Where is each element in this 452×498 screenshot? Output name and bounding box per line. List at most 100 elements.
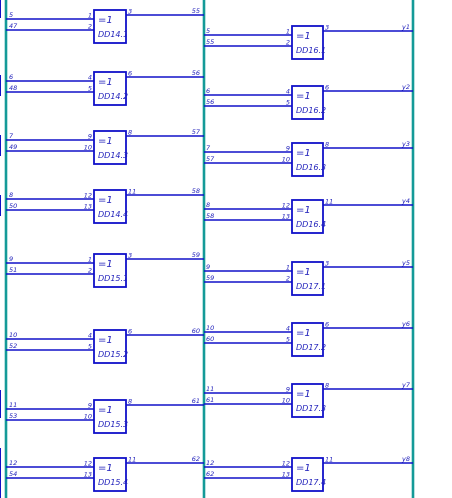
xor-gate-body (93, 329, 127, 364)
gate-symbol: =1 (98, 136, 113, 147)
pin-number-in2: 5 (88, 85, 92, 93)
net-label-in1: 12 (9, 459, 17, 467)
gate-symbol: =1 (98, 259, 113, 270)
net-label-in2: 60 (206, 335, 214, 343)
net-label-out: 58 (192, 187, 200, 195)
gate-symbol: =1 (98, 463, 113, 474)
gate-symbol: =1 (98, 405, 113, 416)
gate-designator: DD16.3 (296, 163, 326, 172)
net-label-in1: 8 (9, 191, 13, 199)
net-label-in2: 48 (9, 84, 17, 92)
pin-number-in2: 10 (84, 144, 92, 152)
xor-gate-body (93, 189, 127, 224)
pin-number-out: 8 (128, 129, 132, 137)
pin-number-out: 3 (128, 252, 132, 260)
net-label-out: 56 (192, 69, 200, 77)
pin-number-out: 11 (325, 456, 333, 464)
pin-number-out: 3 (325, 260, 329, 268)
xor-gate-body (291, 25, 324, 60)
gate-designator: DD17.2 (296, 343, 326, 352)
net-label-in2: 59 (206, 274, 214, 282)
net-label-in2: 47 (9, 22, 18, 30)
xor-gate-body (291, 261, 324, 296)
net-label-in1: 6 (206, 87, 210, 95)
gate-designator: DD14.1 (98, 30, 128, 39)
pin-number-in2: 10 (282, 397, 290, 405)
net-label-out: 55 (192, 7, 200, 15)
xor-gate-body (291, 199, 324, 234)
gate-designator: DD14.3 (98, 151, 128, 160)
pin-number-in1: 12 (84, 192, 92, 200)
xor-gate-body (291, 457, 324, 492)
net-label-in1: 5 (9, 11, 13, 19)
pin-number-in1: 1 (88, 12, 92, 20)
pin-number-in2: 5 (286, 99, 290, 107)
gate-designator: DD16.2 (296, 106, 326, 115)
xor-gate-body (93, 457, 127, 492)
xor-gate-body (93, 9, 127, 44)
net-label-out: y4 (401, 197, 410, 205)
net-label-in2: 61 (206, 396, 214, 404)
pin-number-in2: 13 (282, 213, 290, 221)
net-label-in1: 12 (206, 459, 214, 467)
net-label-in2: 52 (9, 342, 17, 350)
net-label-out: 62 (192, 455, 200, 463)
net-label-in2: 49 (9, 143, 17, 151)
pin-number-in1: 4 (286, 88, 290, 96)
xor-gate-body (93, 71, 127, 106)
gate-symbol: =1 (296, 205, 311, 216)
pin-number-in1: 4 (88, 74, 92, 82)
net-label-in2: 53 (9, 412, 17, 420)
net-label-out: y1 (401, 23, 410, 31)
net-label-in2: 62 (206, 470, 214, 478)
net-label-out: y5 (401, 259, 410, 267)
gate-symbol: =1 (296, 463, 311, 474)
gate-designator: DD14.4 (98, 210, 128, 219)
net-label-out: 59 (192, 251, 200, 259)
net-label-in2: 58 (206, 212, 214, 220)
pin-number-out: 6 (325, 84, 329, 92)
pin-number-in1: 9 (88, 133, 92, 141)
pin-number-in2: 10 (282, 156, 290, 164)
net-label-in1: 6 (9, 73, 13, 81)
pin-number-in2: 5 (88, 343, 92, 351)
net-label-in1: 5 (206, 27, 210, 35)
pin-number-in2: 5 (286, 336, 290, 344)
pin-number-in2: 2 (286, 275, 290, 283)
gate-designator: DD16.1 (296, 46, 326, 55)
pin-number-in2: 2 (286, 39, 290, 47)
pin-number-in1: 9 (88, 402, 92, 410)
net-label-in1: 7 (9, 132, 14, 140)
net-label-in1: 7 (206, 144, 211, 152)
pin-number-in1: 4 (88, 332, 92, 340)
pin-number-in1: 12 (84, 460, 92, 468)
xor-gate-body (291, 85, 324, 120)
pin-number-in1: 12 (282, 460, 290, 468)
xor-gate-body (93, 253, 127, 288)
net-label-out: y3 (401, 140, 410, 148)
gate-designator: DD15.4 (98, 478, 128, 487)
net-label-out: 60 (192, 327, 200, 335)
net-label-in1: 9 (206, 263, 210, 271)
net-label-out: 57 (192, 128, 201, 136)
pin-number-in1: 4 (286, 325, 290, 333)
net-label-in2: 56 (206, 98, 214, 106)
pin-number-out: 11 (128, 456, 136, 464)
pin-number-in1: 9 (286, 386, 290, 394)
pin-number-in1: 9 (286, 145, 290, 153)
pin-number-out: 8 (325, 141, 329, 149)
xor-gate-body (291, 142, 324, 177)
pin-number-out: 3 (128, 8, 132, 16)
pin-number-out: 11 (325, 198, 333, 206)
pin-number-in1: 1 (88, 256, 92, 264)
